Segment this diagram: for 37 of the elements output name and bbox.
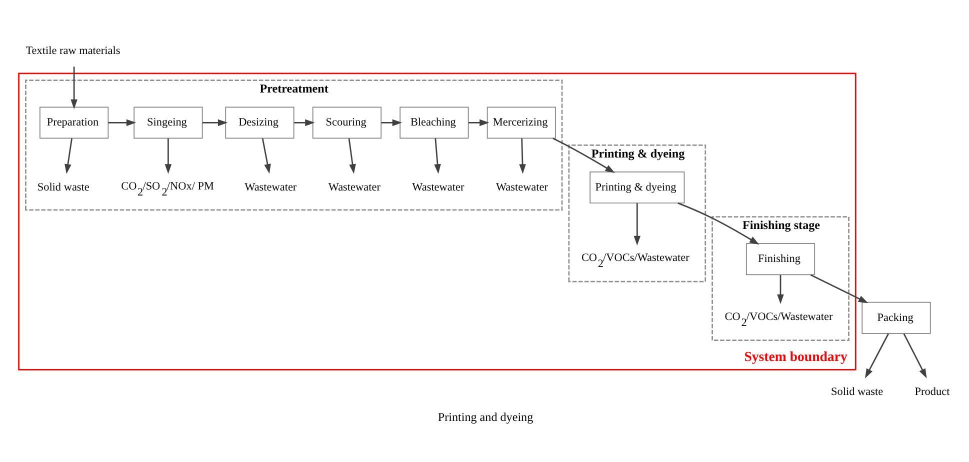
node-box: Finishing xyxy=(746,242,816,275)
node-box: Mercerizing xyxy=(486,106,556,138)
node-box: Packing xyxy=(862,301,931,334)
node-text: Wastewater xyxy=(328,180,380,193)
arrow xyxy=(552,137,615,172)
arrow xyxy=(64,138,72,174)
arrow xyxy=(634,202,641,246)
arrow xyxy=(903,332,927,378)
node-box: Scouring xyxy=(312,106,382,138)
arrow xyxy=(519,138,526,174)
arrow xyxy=(294,118,315,126)
arrow xyxy=(777,274,784,304)
node-text: Wastewater xyxy=(244,180,297,193)
node-text: Product xyxy=(914,386,950,398)
arrow xyxy=(434,138,441,174)
arrow xyxy=(810,274,868,303)
arrow xyxy=(678,202,760,244)
node-text: Solid waste xyxy=(37,180,90,193)
arrow xyxy=(262,138,271,174)
arrow xyxy=(108,118,136,126)
node-box: Bleaching xyxy=(400,106,469,138)
node-box: Preparation xyxy=(40,106,109,138)
node-text: Solid waste xyxy=(831,386,884,398)
arrow xyxy=(468,118,490,126)
caption: Printing and dyeing xyxy=(438,409,534,424)
node-text: Wastewater xyxy=(412,180,464,193)
node-box: Singeing xyxy=(134,106,203,138)
node-box: Desizing xyxy=(225,106,294,138)
arrow xyxy=(202,118,228,126)
arrow xyxy=(348,138,356,174)
arrow xyxy=(70,66,78,109)
node-text: Wastewater xyxy=(496,180,548,193)
arrow xyxy=(865,332,889,378)
node-box: Printing & dyeing xyxy=(590,170,685,203)
node-text: Textile raw materials xyxy=(26,44,120,56)
arrow xyxy=(164,138,172,174)
arrow xyxy=(381,118,402,126)
